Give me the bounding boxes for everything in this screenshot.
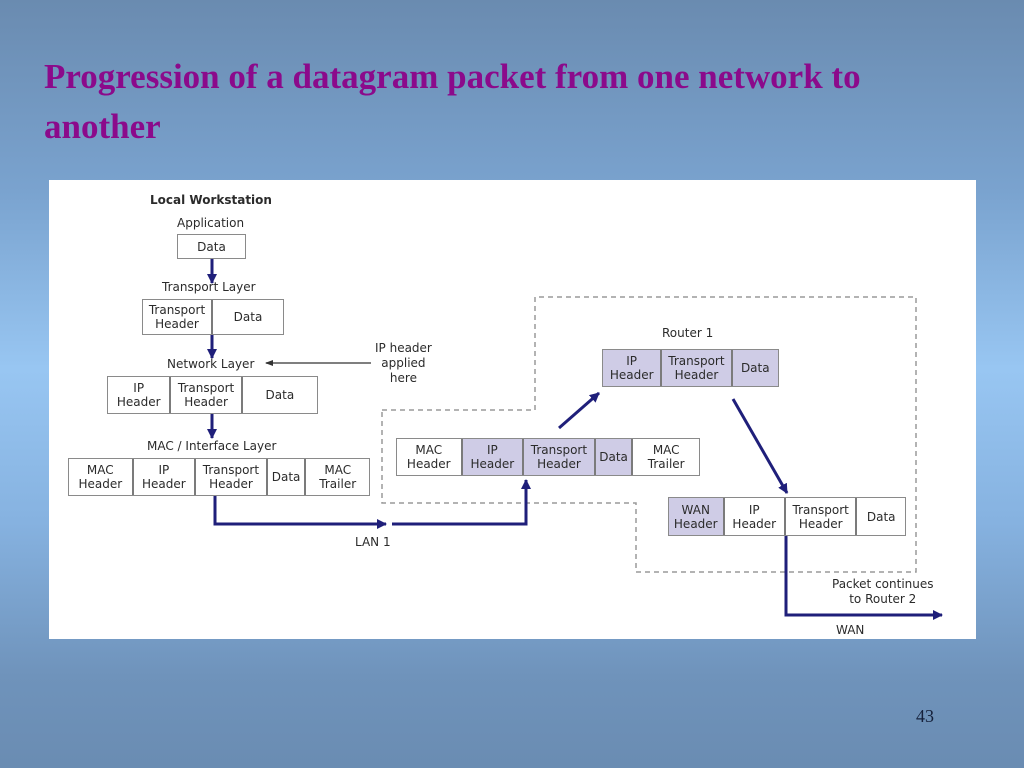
lan-path-2 — [392, 479, 531, 526]
packet-cell: MAC Header — [397, 439, 463, 475]
packet-cell: Data — [732, 350, 778, 386]
packet-cell: IP Header — [462, 439, 525, 475]
lan-path-1 — [213, 496, 387, 529]
router-boundary — [381, 296, 917, 573]
packet-cell: IP Header — [603, 350, 663, 386]
packet-cell: Transport Header — [171, 377, 243, 413]
transport-layer-label: Transport Layer — [162, 280, 256, 294]
packet-cell: Data — [268, 459, 307, 495]
packet-cell: MAC Trailer — [319, 463, 357, 491]
continues-label: Packet continues to Router 2 — [832, 577, 934, 606]
packet-cell: Data — [233, 310, 263, 324]
mac-row: MAC Header IP Header Transport Header Da… — [68, 458, 370, 496]
packet-cell: Transport Header — [786, 498, 858, 535]
router-entry-row: MAC Header IP Header Transport Header Da… — [396, 438, 700, 476]
wan-packet-row: WAN Header IP Header Transport Header Da… — [668, 497, 906, 536]
packet-cell: Transport Header — [524, 439, 596, 475]
wan-label: WAN — [836, 623, 865, 637]
packet-cell: MAC Header — [69, 459, 134, 495]
packet-cell: Data — [595, 439, 634, 475]
packet-cell: WAN Header — [669, 498, 725, 535]
network-row: IP Header Transport Header Data — [107, 376, 318, 414]
network-layer-label: Network Layer — [167, 357, 255, 371]
packet-cell: IP Header — [725, 498, 787, 535]
arrow-to-router — [558, 391, 600, 430]
packet-cell: Transport Header — [143, 300, 214, 334]
packet-cell: Transport Header — [662, 350, 733, 386]
router-label: Router 1 — [662, 326, 714, 340]
wan-path — [784, 536, 943, 620]
packet-cell: Data — [265, 388, 295, 402]
workstation-title: Local Workstation — [150, 193, 272, 207]
application-row: Data — [177, 234, 246, 259]
slide-title: Progression of a datagram packet from on… — [44, 57, 861, 146]
mac-layer-label: MAC / Interface Layer — [147, 439, 277, 453]
arrow-router-to-wan — [731, 398, 789, 494]
packet-cell: IP Header — [108, 377, 172, 413]
packet-cell: Transport Header — [196, 459, 268, 495]
diagram-lines — [207, 259, 943, 620]
router-row: IP Header Transport Header Data — [602, 349, 779, 387]
packet-cell: Data — [197, 239, 226, 254]
application-label: Application — [177, 216, 245, 230]
lan-label: LAN 1 — [355, 535, 391, 549]
packet-cell: IP Header — [134, 459, 197, 495]
packet-cell: Data — [866, 509, 896, 524]
page-number: 43 — [916, 706, 934, 726]
diagram-panel: Local Workstation Application Data Trans… — [49, 180, 976, 639]
packet-cell: MAC Trailer — [647, 443, 685, 471]
ip-header-annotation: IP header applied here — [375, 341, 432, 385]
transport-row: Transport Header Data — [142, 299, 284, 335]
